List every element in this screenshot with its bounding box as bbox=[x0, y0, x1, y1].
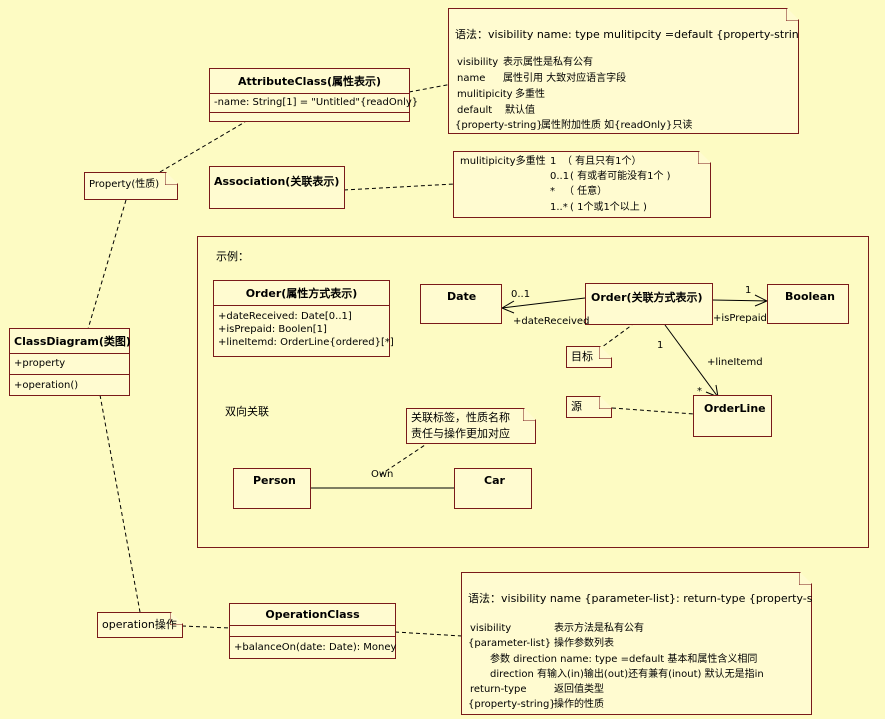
boolean-multiplicity-label: 1 bbox=[745, 285, 752, 296]
source-note: 源 bbox=[566, 396, 612, 418]
op-note-key: visibility bbox=[470, 623, 512, 634]
class-attribute: +dateReceived: Date[0..1] bbox=[218, 311, 352, 322]
mult-note-value: （ 任意） bbox=[564, 186, 608, 197]
mult-note-key: 0..1 bbox=[550, 171, 570, 182]
operation-syntax-note: 语法：visibility name {parameter-list}: ret… bbox=[461, 572, 812, 715]
attr-note-value: 默认值 bbox=[505, 105, 535, 116]
orderline-source-multiplicity: 1 bbox=[657, 340, 664, 351]
attribute-syntax-note: 语法：visibility name: type mulitipcity =de… bbox=[448, 8, 799, 134]
op-note-value: 操作的性质 bbox=[554, 699, 604, 710]
attr-note-key: mulitipicity bbox=[457, 89, 513, 100]
class-name: AttributeClass(属性表示) bbox=[210, 69, 409, 94]
association-class-box[interactable]: Association(关联表示) bbox=[209, 166, 345, 209]
attribute-class-box[interactable]: AttributeClass(属性表示) -name: String[1] = … bbox=[209, 68, 419, 123]
class-name: Car bbox=[484, 474, 505, 487]
date-multiplicity-label: 0..1 bbox=[511, 289, 531, 300]
class-attribute: -name: String[1] = "Untitled"{readOnly} bbox=[214, 97, 419, 108]
class-attribute: +lineItemd: OrderLine{ordered}[*] bbox=[218, 337, 394, 348]
date-role-label: +dateReceived bbox=[513, 316, 590, 327]
op-note-key: {property-string} bbox=[468, 699, 556, 710]
operation-note-text: operation操作 bbox=[102, 618, 177, 631]
op-note-value: 表示方法是私有公有 bbox=[554, 623, 644, 634]
attr-note-key: name bbox=[457, 73, 486, 84]
boolean-class-box[interactable]: Boolean bbox=[767, 284, 849, 324]
property-note-text: Property(性质) bbox=[89, 179, 160, 190]
class-operations-section bbox=[210, 113, 409, 123]
example-title: 示例： bbox=[216, 250, 249, 263]
op-note-value: 返回值类型 bbox=[554, 684, 604, 695]
mult-note-key: 1..* bbox=[550, 202, 568, 213]
class-name: Association(关联表示) bbox=[214, 175, 340, 188]
class-name: Order(关联方式表示) bbox=[591, 291, 703, 304]
mult-note-value: ( 1个或1个以上 ) bbox=[570, 202, 647, 213]
property-note: Property(性质) bbox=[84, 172, 178, 200]
class-attribute: +property bbox=[14, 358, 66, 369]
association-note-line: 关联标签，性质名称 bbox=[411, 411, 510, 424]
class-attribute: +isPrepaid: Boolen[1] bbox=[218, 324, 327, 335]
own-association-label: Own bbox=[371, 469, 394, 480]
attr-note-syntax: 语法：visibility name: type mulitipcity =de… bbox=[455, 28, 813, 41]
attr-note-key: visibility bbox=[457, 57, 499, 68]
association-note-line: 责任与操作更加对应 bbox=[411, 427, 510, 440]
attr-note-value: 属性引用 大致对应语言字段 bbox=[503, 73, 627, 84]
person-class-box[interactable]: Person bbox=[233, 468, 311, 509]
class-attributes-section bbox=[230, 626, 395, 637]
bidirectional-label: 双向关联 bbox=[225, 405, 269, 418]
attr-note-key: default bbox=[457, 105, 493, 116]
target-note: 目标 bbox=[566, 346, 612, 368]
op-note-key: return-type bbox=[470, 684, 527, 695]
target-note-text: 目标 bbox=[571, 350, 593, 363]
op-note-direction-line: direction 有输入(in)输出(out)还有兼有(inout) 默认无是… bbox=[490, 669, 764, 680]
order-association-class[interactable]: Order(关联方式表示) bbox=[585, 283, 713, 325]
orderline-role-label: +lineItemd bbox=[707, 357, 763, 368]
op-note-syntax: 语法：visibility name {parameter-list}: ret… bbox=[468, 592, 846, 605]
mult-note-head: mulitipicity多重性 bbox=[460, 156, 546, 167]
multiplicity-note: mulitipicity多重性 1 （ 有且只有1个） 0..1 ( 有或者可能… bbox=[453, 151, 711, 218]
example-frame: 示例： bbox=[197, 236, 869, 548]
car-class-box[interactable]: Car bbox=[454, 468, 532, 509]
operation-note: operation操作 bbox=[97, 612, 183, 638]
mult-note-key: * bbox=[550, 186, 555, 197]
attr-note-value: 多重性 bbox=[515, 89, 545, 100]
class-diagram-box[interactable]: ClassDiagram(类图) +property +operation() bbox=[9, 328, 131, 396]
class-name: Person bbox=[253, 474, 296, 487]
mult-note-key: 1 bbox=[550, 156, 557, 167]
boolean-role-label: +isPrepaid bbox=[713, 313, 767, 324]
attr-note-key: {property-string} bbox=[455, 120, 543, 131]
op-note-param-line: 参数 direction name: type =default 基本和属性含义… bbox=[490, 654, 758, 665]
order-attribute-class[interactable]: Order(属性方式表示) +dateReceived: Date[0..1] … bbox=[213, 280, 394, 357]
class-name: Boolean bbox=[785, 290, 835, 303]
class-operation: +operation() bbox=[14, 380, 79, 391]
op-note-value: 操作参数列表 bbox=[554, 638, 614, 649]
class-name: OperationClass bbox=[230, 604, 395, 626]
class-operation: +balanceOn(date: Date): Money bbox=[234, 642, 397, 653]
source-note-text: 源 bbox=[571, 400, 582, 413]
class-name: ClassDiagram(类图) bbox=[10, 329, 131, 354]
attr-note-value: 表示属性是私有公有 bbox=[503, 57, 593, 68]
date-class-box[interactable]: Date bbox=[420, 284, 502, 324]
association-label-note: 关联标签，性质名称 责任与操作更加对应 bbox=[406, 408, 536, 444]
attr-note-value: 属性附加性质 如{readOnly}只读 bbox=[541, 120, 693, 131]
class-name: OrderLine bbox=[704, 402, 766, 415]
mult-note-value: ( 有或者可能没有1个 ) bbox=[570, 171, 671, 182]
class-name: Date bbox=[447, 290, 477, 303]
op-note-key: {parameter-list} bbox=[468, 638, 552, 649]
operation-class-box[interactable]: OperationClass +balanceOn(date: Date): M… bbox=[229, 603, 396, 659]
mult-note-value: （ 有且只有1个） bbox=[562, 156, 642, 167]
orderline-class-box[interactable]: OrderLine bbox=[693, 395, 772, 437]
orderline-multiplicity-label: * bbox=[697, 386, 702, 397]
class-name: Order(属性方式表示) bbox=[214, 281, 389, 306]
